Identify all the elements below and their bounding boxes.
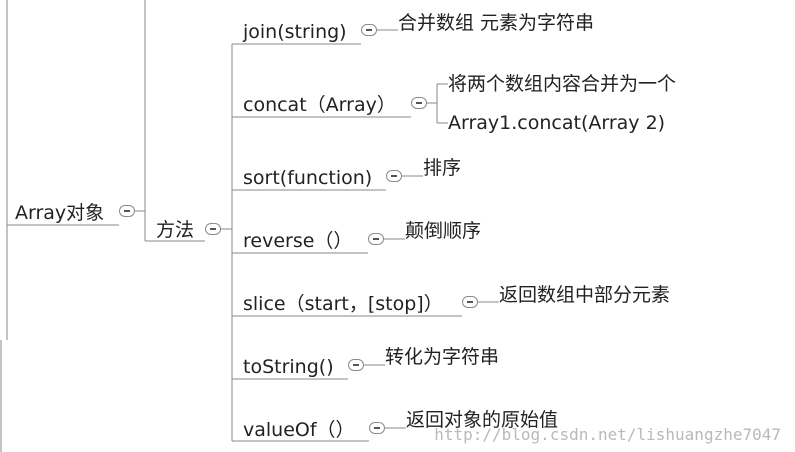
desc-join: 合并数组 元素为字符串: [398, 12, 595, 34]
desc-tostring: 转化为字符串: [385, 346, 500, 368]
method-node-sort[interactable]: sort(function): [243, 167, 373, 189]
desc-reverse: 颠倒顺序: [405, 220, 482, 242]
method-node-concat[interactable]: concat（Array）: [243, 94, 396, 116]
collapse-join-icon[interactable]: [361, 24, 377, 36]
desc-valueof: 返回对象的原始值: [406, 409, 559, 431]
branch-node-methods[interactable]: 方法: [156, 219, 195, 241]
desc-concat-2: Array1.concat(Array 2): [448, 112, 666, 134]
collapse-root-icon[interactable]: [119, 205, 135, 217]
method-node-join[interactable]: join(string): [243, 21, 347, 43]
collapse-concat-icon[interactable]: [411, 97, 427, 109]
collapse-reverse-icon[interactable]: [368, 233, 384, 245]
root-node[interactable]: Array对象: [15, 202, 105, 224]
method-node-slice[interactable]: slice（start，[stop]）: [243, 293, 443, 315]
collapse-valueof-icon[interactable]: [369, 422, 385, 434]
method-node-reverse[interactable]: reverse（）: [243, 230, 353, 252]
desc-sort: 排序: [423, 157, 462, 179]
collapse-methods-icon[interactable]: [205, 223, 221, 235]
desc-slice: 返回数组中部分元素: [499, 284, 671, 306]
method-node-valueof[interactable]: valueOf（）: [243, 419, 355, 441]
watermark: http://blog.csdn.net/lishuangzhe7047: [434, 425, 781, 444]
collapse-tostring-icon[interactable]: [348, 359, 364, 371]
method-node-tostring[interactable]: toString(): [243, 356, 334, 378]
collapse-sort-icon[interactable]: [386, 170, 402, 182]
collapse-slice-icon[interactable]: [462, 296, 478, 308]
desc-concat-1: 将两个数组内容合并为一个: [448, 73, 677, 95]
